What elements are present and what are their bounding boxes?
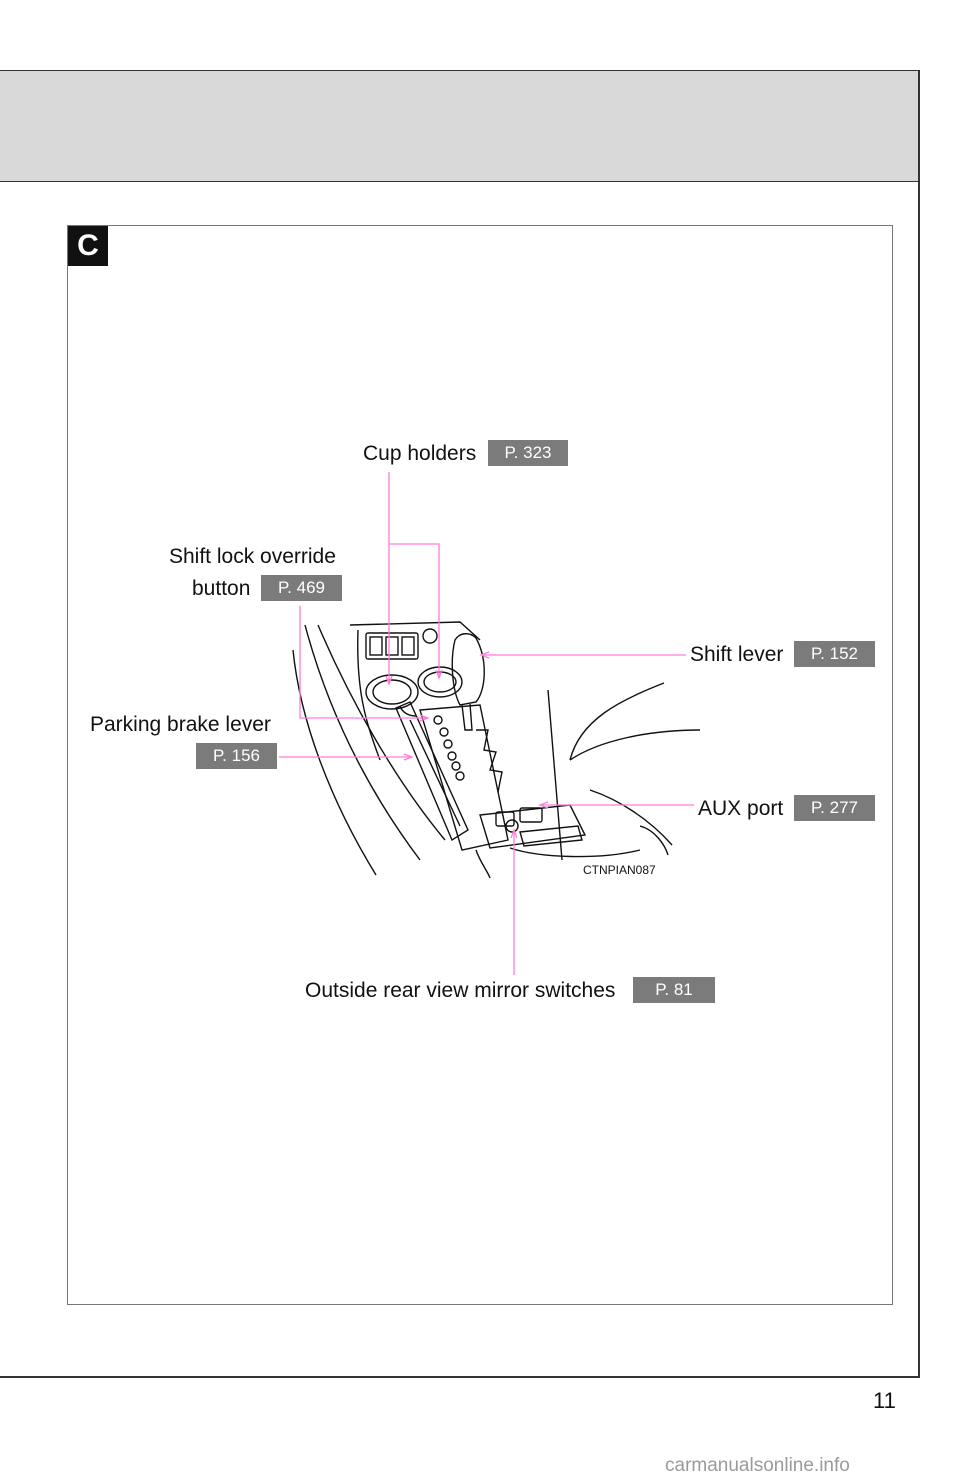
leader-lines xyxy=(279,472,694,975)
aux-port-page-ref[interactable]: P. 277 xyxy=(794,795,875,821)
illustration-code: CTNPIAN087 xyxy=(583,863,656,877)
watermark: carmanualsonline.info xyxy=(665,1455,850,1476)
page-number: 11 xyxy=(873,1388,896,1413)
shift-lock-label-line2: button xyxy=(192,577,251,600)
console-drawing xyxy=(292,621,701,879)
cup-holders-page-ref[interactable]: P. 323 xyxy=(488,440,568,466)
parking-brake-label: Parking brake lever xyxy=(90,713,271,736)
parking-brake-page-ref[interactable]: P. 156 xyxy=(196,743,277,769)
shift-lever-page-ref[interactable]: P. 152 xyxy=(794,641,875,667)
mirror-switches-label: Outside rear view mirror switches xyxy=(305,979,616,1002)
header-band xyxy=(0,70,920,182)
shift-lock-page-ref[interactable]: P. 469 xyxy=(261,575,342,601)
mirror-switches-page-ref[interactable]: P. 81 xyxy=(633,977,715,1003)
bottom-rule xyxy=(0,1376,920,1378)
aux-port-label: AUX port xyxy=(698,797,784,820)
section-badge: C xyxy=(68,226,108,266)
cup-holders-label: Cup holders xyxy=(363,442,477,465)
shift-lock-label-line1: Shift lock override xyxy=(169,545,336,568)
shift-lever-label: Shift lever xyxy=(690,643,784,666)
section-frame xyxy=(67,225,893,1305)
right-margin-rule xyxy=(918,70,920,1378)
